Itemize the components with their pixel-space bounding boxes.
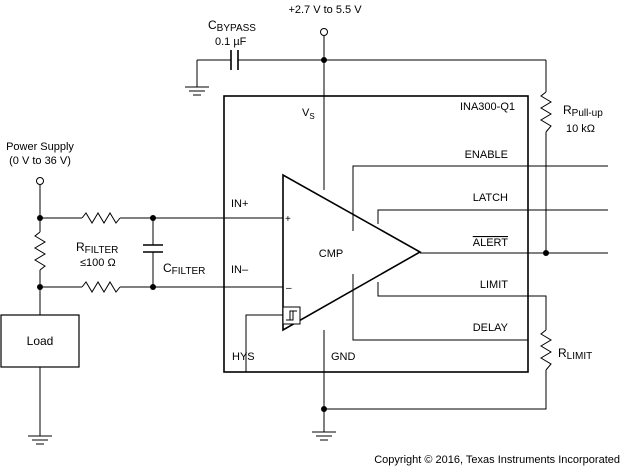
cfilter-label: CFILTER — [163, 261, 205, 277]
hys-pin-wire — [245, 314, 283, 372]
load-label: Load — [27, 334, 54, 348]
limit-pin-label: LIMIT — [480, 279, 508, 291]
hysteresis-symbol — [282, 306, 301, 325]
load-ground-symbol — [28, 435, 52, 445]
copyright-text: Copyright © 2016, Texas Instruments Inco… — [374, 454, 620, 466]
rpullup-label: RPull-up — [563, 103, 603, 119]
cbypass-capacitor — [230, 50, 239, 70]
power-supply-label: Power Supply — [6, 141, 74, 153]
cbypass-label: CBYPASS — [208, 18, 256, 34]
rfilter-label: RFILTER — [76, 240, 118, 256]
vs-pin-label: VS — [302, 107, 315, 121]
junction-dot — [150, 284, 156, 290]
rfilter-top-resistor — [81, 212, 121, 224]
ic-part-number: INA300-Q1 — [460, 101, 515, 113]
plus-input-sign: + — [285, 214, 291, 225]
supply-voltage-label: +2.7 V to 5.5 V — [288, 4, 362, 16]
shunt-resistor — [34, 231, 46, 271]
rlimit-label: RLIMIT — [558, 346, 592, 362]
ic-ground-symbol — [312, 431, 336, 441]
supply-terminal — [320, 28, 328, 36]
rlimit-resistor — [540, 329, 552, 371]
junction-dot — [150, 215, 156, 221]
junction-dot — [37, 284, 43, 290]
pullup-resistor — [540, 91, 552, 133]
rfilter-bottom-resistor — [81, 281, 121, 293]
cfilter-capacitor — [143, 218, 163, 287]
junction-dot — [543, 250, 549, 256]
alert-pin-label: ALERT — [473, 237, 509, 249]
bypass-ground-symbol — [185, 86, 209, 96]
power-supply-input: Power Supply (0 V to 36 V) — [6, 141, 74, 232]
gnd-pin-label: GND — [331, 351, 356, 363]
delay-pin-label: DELAY — [473, 322, 509, 334]
ic-package — [223, 95, 529, 373]
comparator-triangle — [282, 173, 422, 332]
comparator-label: CMP — [319, 248, 343, 260]
latch-pin-wire[interactable] — [377, 209, 608, 224]
rpullup-value: 10 kΩ — [566, 123, 595, 135]
minus-input-sign: – — [286, 283, 292, 294]
in-minus-label: IN– — [231, 264, 249, 276]
enable-pin-wire[interactable] — [352, 165, 608, 231]
hys-pin-label: HYS — [232, 351, 255, 363]
rfilter-value: ≤100 Ω — [80, 257, 116, 269]
delay-pin-wire[interactable] — [352, 274, 528, 341]
enable-pin-label: ENABLE — [465, 149, 508, 161]
cbypass-value: 0.1 µF — [215, 36, 247, 48]
latch-pin-label: LATCH — [473, 192, 508, 204]
limit-pin-wire[interactable] — [377, 282, 547, 330]
power-supply-terminal — [36, 177, 44, 185]
junction-dot — [37, 215, 43, 221]
power-supply-range: (0 V to 36 V) — [9, 155, 71, 167]
in-plus-label: IN+ — [231, 198, 248, 210]
